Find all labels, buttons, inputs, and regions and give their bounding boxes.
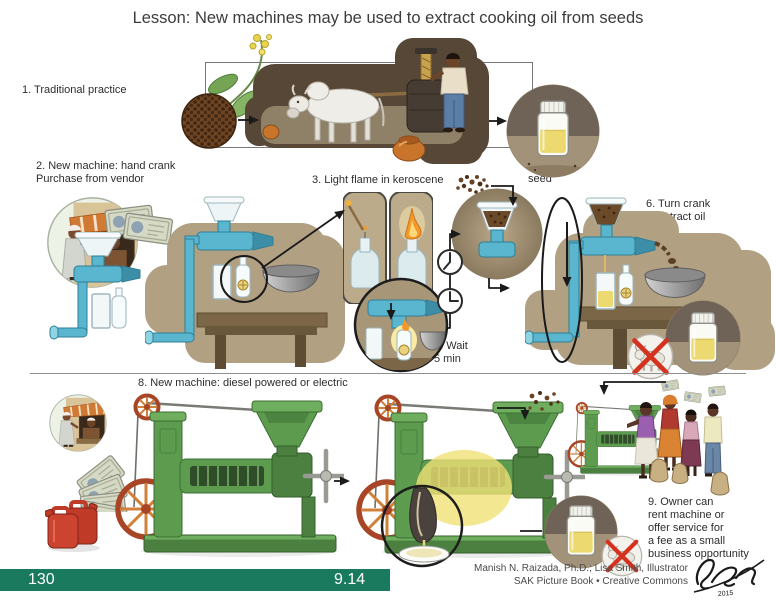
signature-year: 2015 bbox=[718, 590, 734, 598]
footer-bar bbox=[0, 569, 390, 591]
crank-rotation-arrow bbox=[541, 197, 583, 363]
credits: Manish N. Raizada, Ph.D.; Lisa Smith, Il… bbox=[474, 563, 688, 588]
page-title: Lesson: New machines may be used to extr… bbox=[132, 9, 644, 27]
credit-line-2: SAK Picture Book • Creative Commons bbox=[513, 575, 688, 587]
customers-queue-scene bbox=[567, 379, 730, 496]
seed-pour bbox=[528, 391, 560, 411]
lamp-highlight-ring bbox=[220, 255, 268, 303]
match bbox=[346, 203, 365, 231]
ghani-press bbox=[406, 48, 452, 133]
seed-cluster bbox=[456, 175, 489, 194]
clock-icon-1 bbox=[437, 249, 463, 275]
label-step-3: 3. Light flame in keroscene bbox=[312, 174, 444, 186]
oil-jar-circle-traditional bbox=[506, 84, 600, 178]
jerry-can-front bbox=[45, 506, 79, 549]
diesel-machine-2 bbox=[352, 391, 597, 568]
label-step-2: 2. New machine: hand crank Purchase from… bbox=[36, 160, 176, 185]
funnel bbox=[74, 232, 122, 257]
credit-line-1: Manish N. Raizada, Ph.D.; Lisa Smith, Il… bbox=[474, 563, 688, 574]
final-oil-circle bbox=[665, 300, 741, 376]
fuel-cans bbox=[45, 500, 100, 552]
press-glow bbox=[416, 450, 512, 526]
traditional-press-scene bbox=[245, 38, 489, 164]
final-oil-circle-2 bbox=[544, 495, 618, 569]
funnel bbox=[203, 196, 245, 222]
hand-crank-machine-product bbox=[49, 232, 141, 340]
section-divider bbox=[30, 373, 746, 374]
customer-figure-3 bbox=[703, 403, 723, 477]
lamp-bottle bbox=[618, 264, 634, 306]
seed-cake-output bbox=[654, 241, 680, 272]
oil-glass bbox=[91, 293, 111, 329]
add-seed-circle bbox=[451, 175, 543, 280]
wooden-table bbox=[196, 312, 328, 369]
flower-and-seed-illustration bbox=[181, 34, 272, 149]
lamp-unlit bbox=[345, 200, 380, 289]
figure-number: 9.14 bbox=[334, 571, 366, 588]
hopper-with-seeds bbox=[585, 197, 627, 226]
label-step-9: 9. Owner can rent machine or offer servi… bbox=[648, 496, 749, 560]
label-step-8: 8. New machine: diesel powered or electr… bbox=[138, 377, 348, 389]
clock-icon-2 bbox=[437, 288, 463, 314]
oil-pot bbox=[392, 135, 426, 162]
oil-glass bbox=[595, 272, 616, 310]
seed-sack-small bbox=[262, 124, 280, 140]
illustrator-signature: 2015 bbox=[693, 558, 765, 598]
ox bbox=[286, 81, 385, 143]
customer-figure-2 bbox=[680, 409, 702, 476]
seed-sacks bbox=[649, 458, 730, 496]
seed-ball bbox=[181, 93, 237, 149]
metal-bowl bbox=[262, 264, 320, 293]
pour-arrow bbox=[491, 185, 518, 206]
lamp-bottle bbox=[235, 256, 251, 298]
press-cake-sack bbox=[409, 487, 437, 544]
page-number: 130 bbox=[28, 571, 55, 588]
oil-drip-circle bbox=[380, 484, 464, 568]
flame-under-press-circle bbox=[353, 277, 449, 373]
crank-handle bbox=[525, 240, 584, 345]
metal-bowl bbox=[644, 267, 706, 298]
crank-handle bbox=[49, 281, 88, 340]
lamp-bottle bbox=[111, 287, 127, 329]
kerosene-lamp-panel bbox=[343, 192, 433, 304]
label-step-1: 1. Traditional practice bbox=[22, 84, 127, 96]
farmer bbox=[429, 53, 469, 133]
hand-crank-machine-scene bbox=[145, 196, 345, 369]
crank-handle bbox=[145, 235, 200, 345]
funnel-with-seeds bbox=[476, 201, 518, 231]
